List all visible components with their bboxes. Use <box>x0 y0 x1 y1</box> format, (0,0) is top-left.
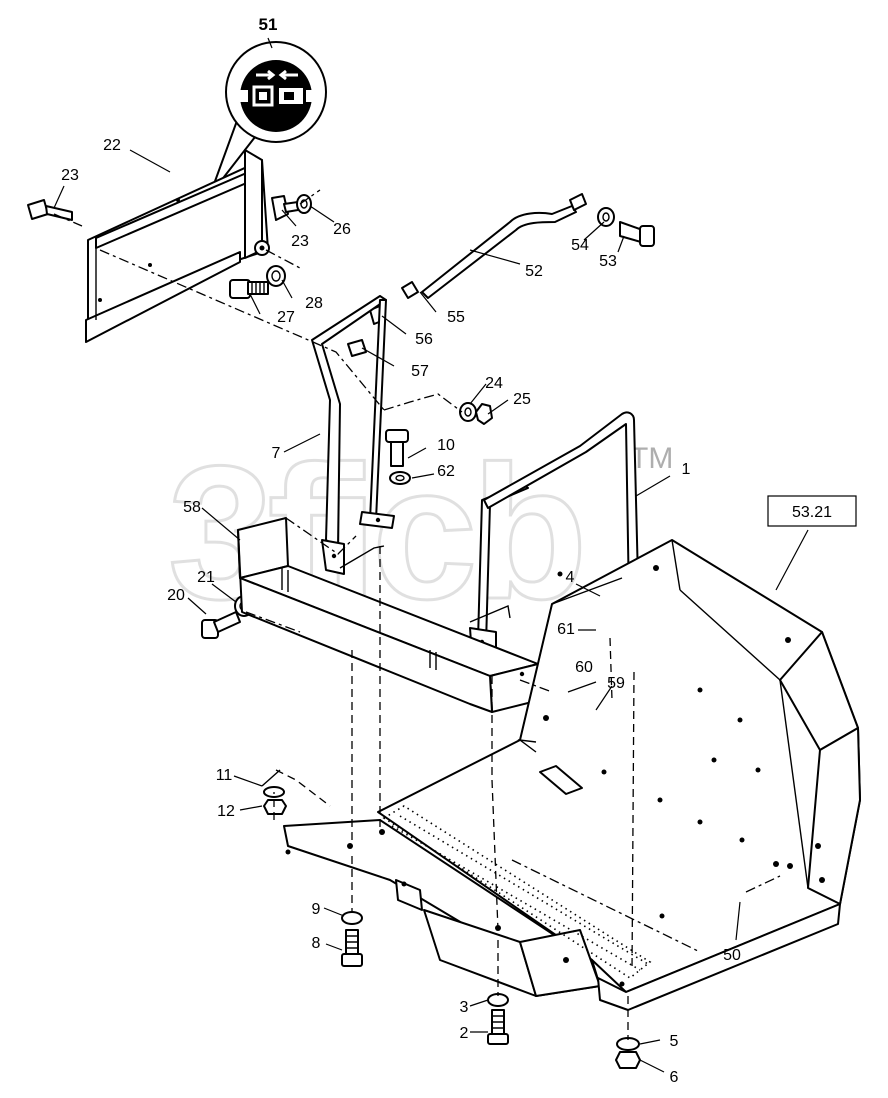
callout-1: 1 <box>682 461 691 478</box>
callout-20: 20 <box>167 587 185 604</box>
reference-box[interactable]: 53.21 <box>767 495 857 527</box>
callout-25: 25 <box>513 391 531 408</box>
callout-4: 4 <box>566 569 575 586</box>
callout-53: 53 <box>599 253 617 270</box>
leader-lines <box>53 37 809 1073</box>
reference-box-label: 53.21 <box>792 504 832 521</box>
callout-28: 28 <box>305 295 323 312</box>
watermark-trademark: TM <box>630 442 673 475</box>
callout-58: 58 <box>183 499 201 516</box>
callout-11: 11 <box>216 767 233 784</box>
callouts: 51 22 23 23 26 28 27 52 54 53 55 56 57 2… <box>61 15 741 1086</box>
callout-26: 26 <box>333 221 351 238</box>
callout-5: 5 <box>670 1033 679 1050</box>
callout-2: 2 <box>460 1025 469 1042</box>
callout-23: 23 <box>291 233 309 250</box>
callout-12: 12 <box>217 803 235 820</box>
control-rod <box>421 193 587 299</box>
callout-6: 6 <box>670 1069 679 1086</box>
callout-24: 24 <box>485 375 503 392</box>
callout-27: 27 <box>277 309 295 326</box>
callout-54: 54 <box>571 237 589 254</box>
callout-3: 3 <box>460 999 469 1016</box>
callout-51: 51 <box>259 15 278 34</box>
callout-21: 21 <box>197 569 215 586</box>
seatbelt-decal-icon <box>209 41 327 196</box>
handle-left <box>311 295 395 575</box>
callout-55: 55 <box>447 309 465 326</box>
callout-57: 57 <box>411 363 429 380</box>
seat-back-panel <box>85 149 270 343</box>
callout-60: 60 <box>575 659 593 676</box>
callout-10: 10 <box>437 437 455 454</box>
callout-52: 52 <box>525 263 543 280</box>
callout-61: 61 <box>557 621 575 638</box>
callout-8: 8 <box>312 935 321 952</box>
callout-22: 22 <box>103 137 121 154</box>
callout-59: 59 <box>607 675 625 692</box>
callout-9: 9 <box>312 901 321 918</box>
callout-56: 56 <box>415 331 433 348</box>
seat-pan <box>283 539 861 1011</box>
seat-support-bar <box>237 517 541 713</box>
assembly-lines <box>53 189 781 1040</box>
callout-7: 7 <box>272 445 281 462</box>
callout-62: 62 <box>437 463 455 480</box>
callout-50: 50 <box>723 947 741 964</box>
callout-23: 23 <box>61 167 79 184</box>
